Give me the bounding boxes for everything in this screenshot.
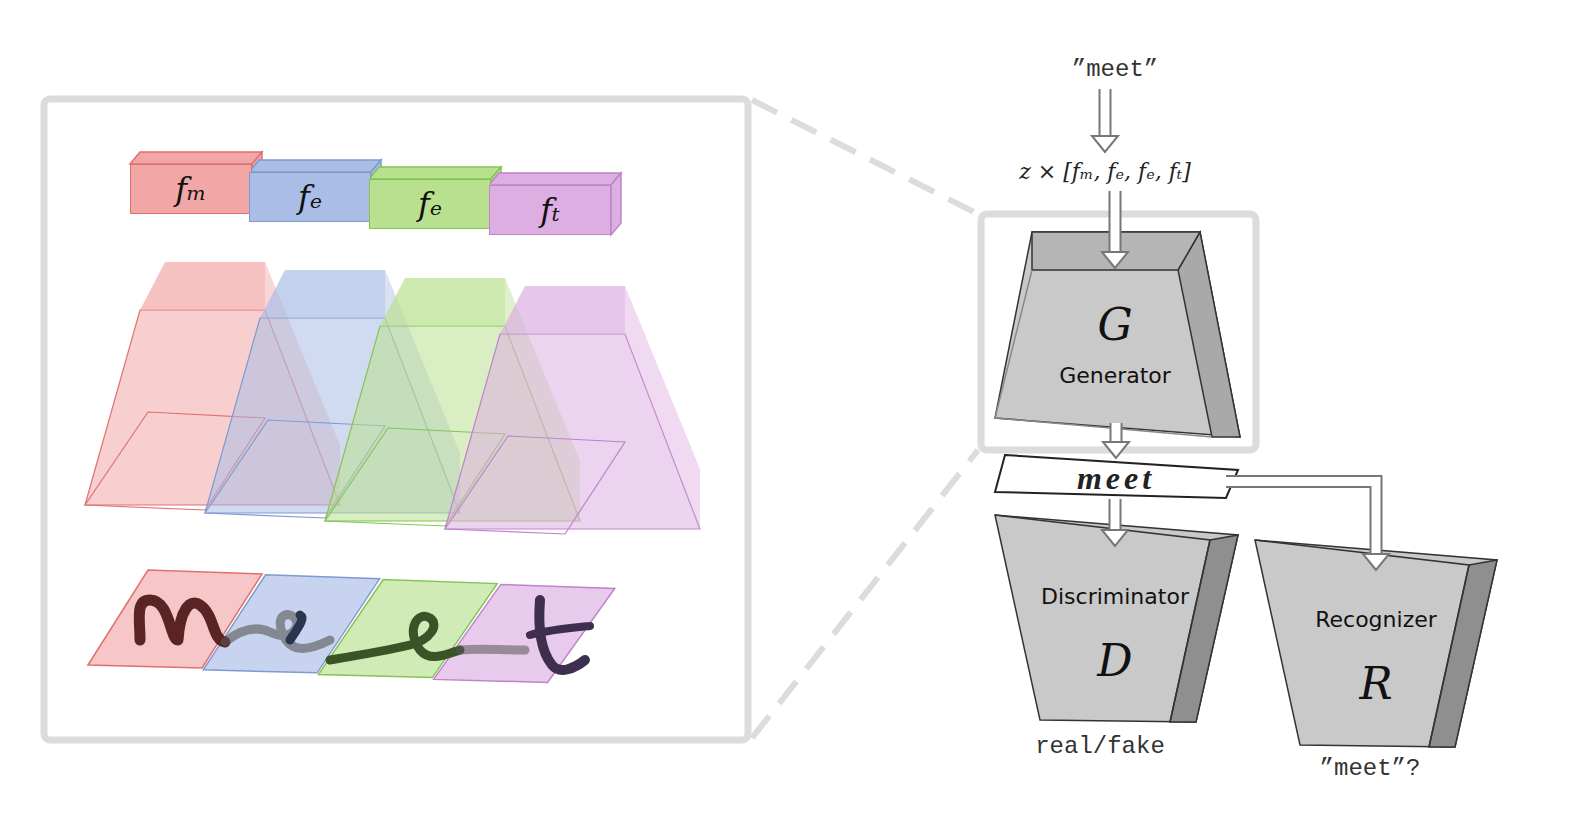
recognizer-block [1255,540,1497,747]
connector [1092,89,1118,152]
generator-box: G Generator [1040,270,1190,420]
feature-box-tops [130,152,621,235]
output-label: real/fake [1035,733,1165,760]
arrow-head [1103,442,1129,458]
recognizer-shape [1255,540,1497,747]
zoom-line [752,450,978,738]
feature-box-side [611,173,621,235]
feature-volume [445,334,700,529]
letter-t [530,626,590,635]
arrow-fill [1226,482,1376,555]
stroke [460,645,525,655]
arrow-body [1109,499,1122,531]
arrow-body [1099,89,1112,137]
node-text: G [1097,303,1132,347]
arrow-body [1226,482,1376,555]
letter-e [290,615,302,640]
node-text: Discriminator [1041,584,1189,609]
feature-box: fₑ [249,172,371,222]
node-subtext: D [1097,639,1132,683]
generator-shape [995,232,1240,437]
zoom-panel [44,99,748,740]
node-text: ”meet” [1072,56,1158,83]
feature-box-top [130,152,262,164]
arrow-head [1102,252,1128,268]
generator-side [1178,232,1240,437]
feature-volumes [85,262,700,534]
arrow-head [1092,136,1118,152]
connector [1103,423,1129,458]
recognizer-side [1429,560,1497,747]
arrow-fill [1111,499,1120,531]
feature-volume-base [445,436,625,534]
recognizer-edge [1255,540,1469,747]
letter-m [139,600,225,642]
output-image [995,455,1238,498]
node-text: fₘ [175,170,206,208]
connector [1102,191,1128,268]
arrow-fill [1101,89,1110,137]
arrow-head [1363,554,1389,570]
output-strips [88,570,615,682]
feature-box: fₘ [130,164,252,214]
node-subtext: Generator [1059,363,1171,388]
node-text: z × [fₘ, fₑ, fₑ, fₜ] [1019,159,1191,184]
handwriting [139,600,590,670]
feature-volume-top [500,286,625,334]
discriminator-side [1170,535,1238,722]
output-label: ”meet”? [1320,755,1421,782]
discriminator-edge [995,515,1210,722]
feature-box-top [249,160,381,172]
recognizer-box: RecognizerR [1265,572,1487,740]
arrow-body [1110,423,1123,443]
arrow-fill [1111,191,1120,253]
node-text: fₑ [418,185,442,223]
feature-box: fₜ [489,185,611,235]
stroke [225,615,330,649]
input-text: ”meet” [1055,52,1175,86]
input-encoding: z × [fₘ, fₑ, fₑ, fₜ] [985,154,1225,188]
arrow-head [1102,530,1128,546]
generated-image: meet [1010,460,1222,496]
letter-e [330,616,460,660]
arrow-fill [1112,423,1121,443]
feature-box-top [489,173,621,185]
discriminator-block [995,515,1238,722]
discriminator-box: DiscriminatorD [1005,548,1225,718]
feature-box: fₑ [369,179,491,229]
zoom-line [752,100,978,214]
output-strip [434,584,615,682]
feature-box-top [369,167,501,179]
feature-volume-side [625,286,700,529]
node-text: fₜ [540,191,560,229]
node-text: fₑ [298,178,322,216]
arrow-body [1109,191,1122,253]
generator-block [995,232,1240,437]
connector [1226,482,1389,570]
node-subtext: R [1359,662,1392,706]
feature-volume-top [140,262,265,310]
node-text: meet [1077,462,1155,494]
connector [1102,499,1128,546]
feature-volume-top [260,270,385,318]
node-text: Recognizer [1315,607,1437,632]
generator-edge [995,270,1212,437]
feature-volume-top [380,278,505,326]
discriminator-shape [995,515,1238,722]
